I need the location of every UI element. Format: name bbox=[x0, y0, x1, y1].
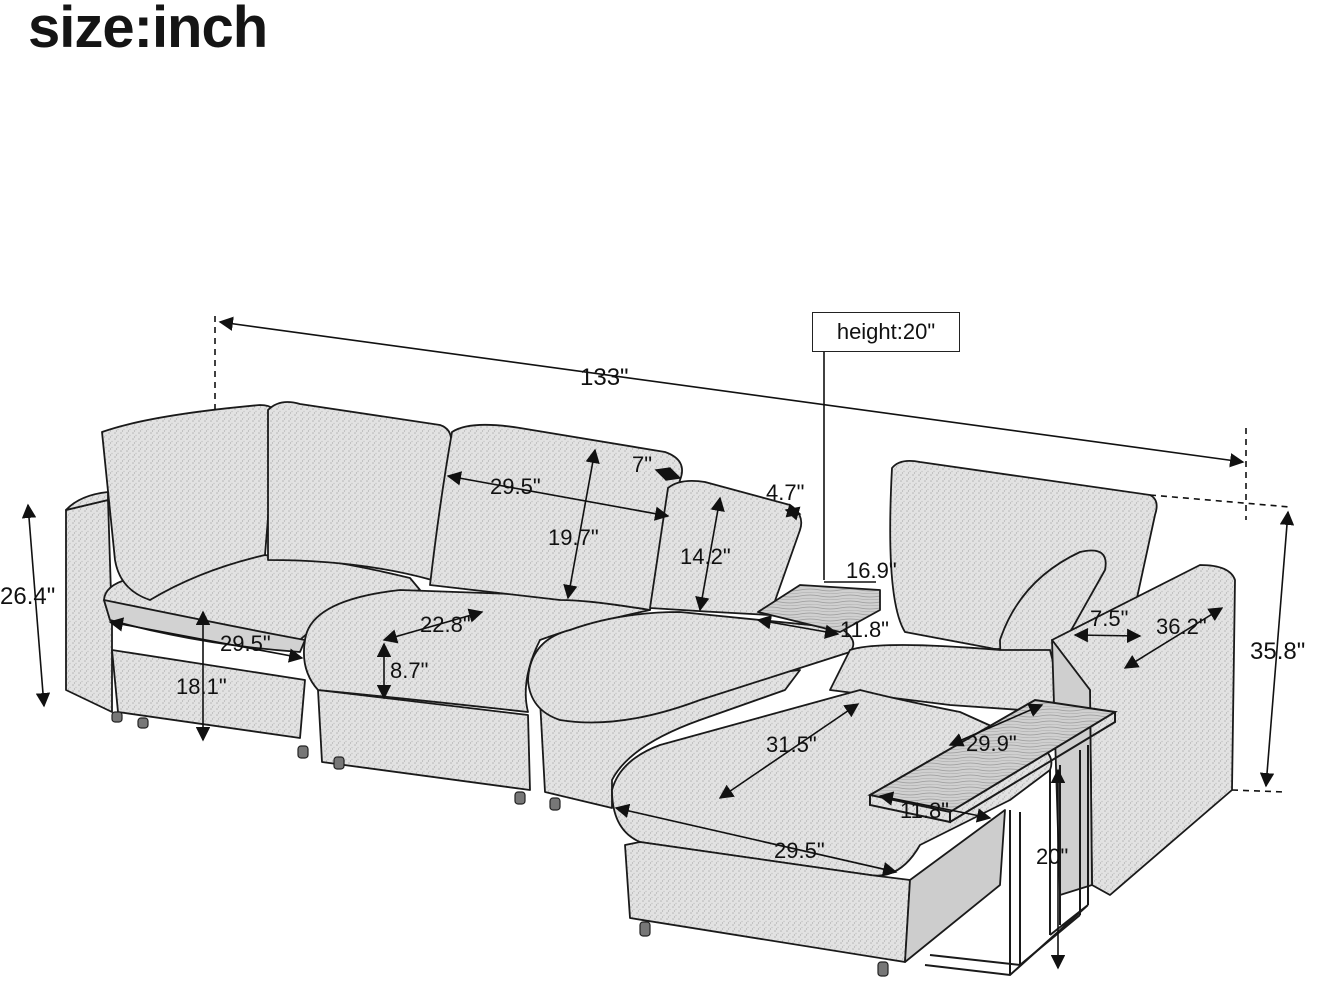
dimension-back-height: 26.4" bbox=[0, 583, 56, 610]
dimension-pillow-thickness: 4.7" bbox=[766, 480, 805, 505]
dimension-overall-length: 133" bbox=[580, 364, 629, 391]
height-callout: height:20" bbox=[812, 312, 960, 352]
dimension-ottoman-depth: 31.5" bbox=[766, 732, 817, 757]
dimension-arm-width: 7.5" bbox=[1090, 606, 1129, 631]
dimension-ottoman-width: 29.5" bbox=[774, 838, 825, 863]
dimension-right-height: 35.8" bbox=[1250, 638, 1306, 665]
sofa-leg bbox=[877, 961, 889, 977]
dimension-back-cushion-height: 19.7" bbox=[548, 525, 599, 550]
throw-pillow bbox=[649, 479, 803, 616]
sofa-leg bbox=[333, 756, 345, 770]
dimension-right-seat-depth: 29.9" bbox=[966, 731, 1017, 756]
dimension-cushion-thickness: 8.7" bbox=[390, 658, 429, 683]
dimension-left-seat-depth: 29.5" bbox=[220, 631, 271, 656]
sofa-leg bbox=[514, 791, 526, 805]
dimension-side-table-depth: 11.8" bbox=[900, 798, 949, 823]
page-title: size:inch bbox=[28, 0, 268, 60]
sofa-leg bbox=[549, 797, 561, 811]
dimension-seat-height: 18.1" bbox=[176, 674, 227, 699]
dimension-right-depth: 36.2" bbox=[1156, 614, 1207, 639]
sofa-leg bbox=[111, 711, 123, 723]
chaise-cushion bbox=[527, 611, 855, 724]
sofa-leg bbox=[137, 717, 149, 729]
sofa-leg bbox=[639, 921, 651, 937]
dimension-table-depth: 11.8" bbox=[840, 617, 889, 642]
dimension-pillow-height: 14.2" bbox=[680, 544, 731, 569]
dimension-mid-seat-width: 22.8" bbox=[420, 612, 471, 637]
dimension-back-cushion-thickness: 7" bbox=[632, 452, 653, 477]
dimension-table-width: 16.9" bbox=[846, 558, 897, 583]
dimension-back-cushion-width: 29.5" bbox=[490, 474, 541, 499]
left-back-cushion-b bbox=[267, 401, 453, 581]
sofa-leg bbox=[297, 745, 309, 759]
dimension-side-table-height: 20" bbox=[1036, 844, 1069, 869]
mid-seat-base bbox=[317, 689, 531, 791]
